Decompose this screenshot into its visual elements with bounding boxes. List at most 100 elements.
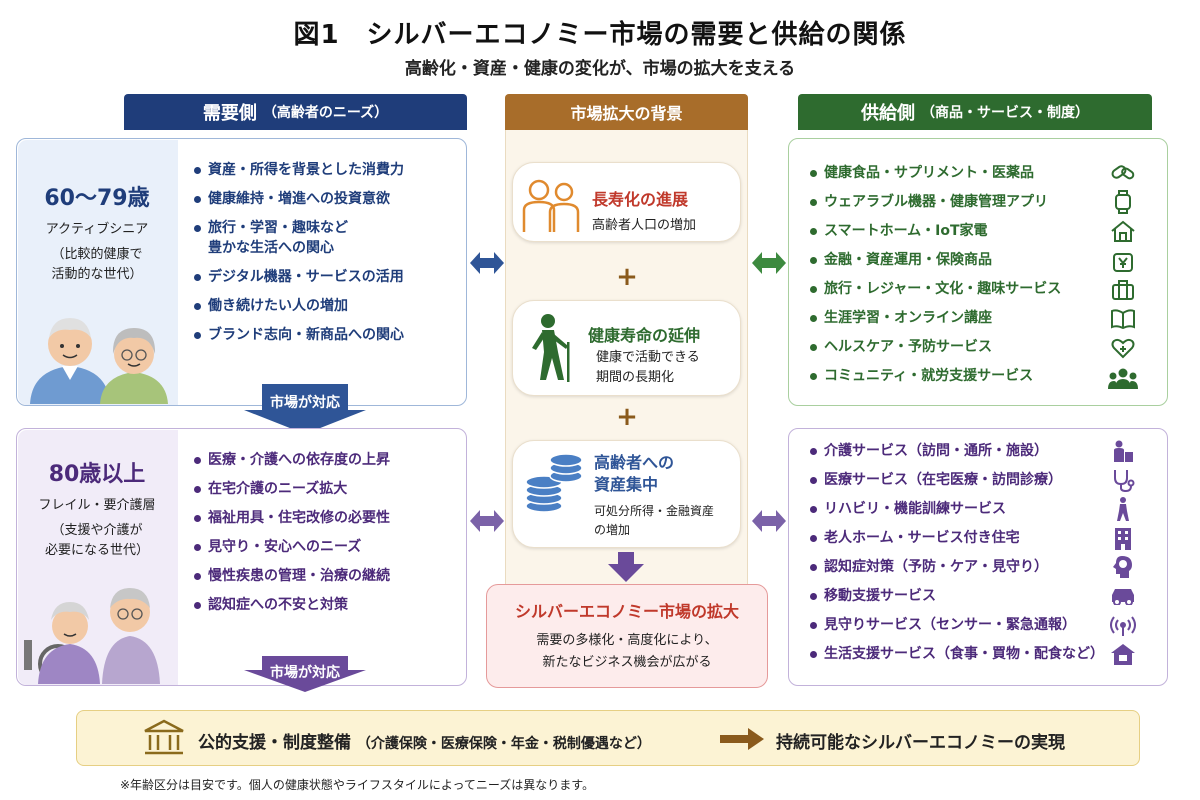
coin-stack-icon [522,452,586,516]
market-expansion-text: 需要の多様化・高度化により、 新たなビジネス機会が広がる [536,633,718,670]
market-expansion-title: シルバーエコノミー市場の拡大 [514,602,739,621]
market-response-label-1: 市場が対応 [270,395,340,411]
open-book-icon [1110,307,1136,331]
footer-result: 持続可能なシルバーエコノミーの実現 [776,733,1065,753]
supply-group-active [788,138,1168,406]
segment-frail: フレイル・要介護層 [38,498,156,513]
demand-header-sub: （高齢者のニーズ） [262,105,389,121]
brain-head-icon [1110,555,1136,579]
longevity-text: 高齢者人口の増加 [592,218,697,233]
double-arrow-left-top [470,250,504,276]
double-arrow-right-top [752,250,786,276]
supply-header-sub: （商品・サービス・制度） [921,105,1089,121]
list-item: 健康食品・サプリメント・医薬品 [808,163,1108,183]
home-delivery-icon [1110,642,1136,666]
demand-group-active-label: 60〜79歳 アクティブシニア （比較的健康で 活動的な世代） [18,180,176,285]
demand-frail-needs-list: 医療・介護への依存度の上昇 在宅介護のニーズ拡大 福祉用具・住宅改修の必要性 見… [192,450,462,624]
list-item: 介護サービス（訪問・通所・施設） [808,441,1108,461]
yen-wallet-icon [1110,249,1136,273]
list-item: 認知症対策（予防・ケア・見守り） [808,557,1108,577]
asset-concentration-text: 可処分所得・金融資産 の増加 [594,504,715,537]
caregiver-icon [1110,439,1136,463]
stethoscope-icon [1110,468,1136,492]
footer-right-arrow [720,726,764,752]
list-item: 老人ホーム・サービス付き住宅 [808,528,1108,548]
list-item: 働き続けたい人の増加 [192,296,462,316]
footnote: ※年齢区分は目安です。個人の健康状態やライフスタイルによってニーズは異なります。 [120,778,595,792]
list-item: 医療サービス（在宅医療・訪問診療） [808,470,1108,490]
list-item: 見守りサービス（センサー・緊急通報） [808,615,1108,635]
list-item: 旅行・レジャー・文化・趣味サービス [808,279,1108,299]
smart-home-icon [1110,219,1136,243]
building-icon [1110,526,1136,550]
list-item: 医療・介護への依存度の上昇 [192,450,462,470]
plus-sign-1: + [616,262,638,292]
longevity-title: 長寿化の進展 [592,190,689,209]
smartwatch-icon [1110,190,1136,214]
asset-concentration-title: 高齢者への 資産集中 [594,453,675,494]
plus-sign-2: + [616,402,638,432]
list-item: リハビリ・機能訓練サービス [808,499,1108,519]
healthy-life-text: 健康で活動できる 期間の長期化 [596,350,700,385]
public-institution-icon [142,718,186,758]
age-range-60-79: 60〜79歳 [44,186,150,211]
hiking-person-icon [524,312,576,382]
pill-icon [1110,161,1136,185]
demand-group-frail-label: 80歳以上 フレイル・要介護層 （支援や介護が 必要になる世代） [18,456,176,561]
footer-main-label: 公的支援・制度整備 [198,733,351,753]
car-icon [1110,584,1136,608]
demand-header-label: 需要側 [202,103,257,124]
market-response-label-2: 市場が対応 [270,665,340,681]
segment-frail-note: （支援や介護が 必要になる世代） [44,523,149,558]
page-title: 図1 シルバーエコノミー市場の需要と供給の関係 [293,20,907,50]
age-range-80-plus: 80歳以上 [48,462,146,487]
healthy-life-title: 健康寿命の延伸 [588,326,701,345]
list-item: ウェアラブル機器・健康管理アプリ [808,192,1108,212]
footer-main-sub: （介護保険・医療保険・年金・税制優遇など） [356,736,651,752]
center-header: 市場拡大の背景 [505,94,748,130]
list-item: 在宅介護のニーズ拡大 [192,479,462,499]
supply-active-list: 健康食品・サプリメント・医薬品 ウェアラブル機器・健康管理アプリ スマートホーム… [808,163,1108,395]
signal-sensor-icon [1110,613,1136,637]
list-item: 健康維持・増進への投資意欲 [192,189,462,209]
walking-person-icon [1110,497,1136,521]
heart-plus-icon [1110,336,1136,360]
list-item: ブランド志向・新商品への関心 [192,325,462,345]
list-item: 生活支援サービス（食事・買物・配食など） [808,644,1108,664]
list-item: 見守り・安心へのニーズ [192,537,462,557]
list-item: 資産・所得を背景とした消費力 [192,160,462,180]
wheelchair-caregiver-illustration [18,568,176,684]
list-item: 移動支援サービス [808,586,1108,606]
segment-active-note: （比較的健康で 活動的な世代） [51,247,143,282]
market-expansion-box [486,584,768,688]
footer-main: 公的支援・制度整備 （介護保険・医療保険・年金・税制優遇など） [198,728,651,753]
elderly-people-icon [520,176,582,232]
list-item: スマートホーム・IoT家電 [808,221,1108,241]
list-item: 生涯学習・オンライン講座 [808,308,1108,328]
demand-header: 需要側 （高齢者のニーズ） [124,94,467,130]
supply-care-list: 介護サービス（訪問・通所・施設） 医療サービス（在宅医療・訪問診療） リハビリ・… [808,441,1108,673]
list-item: 福祉用具・住宅改修の必要性 [192,508,462,528]
supply-header-label: 供給側 [861,103,915,124]
market-response-arrow-1 [242,384,368,434]
list-item: コミュニティ・就労支援サービス [808,366,1108,386]
list-item: ヘルスケア・予防サービス [808,337,1108,357]
market-response-arrow-2 [242,656,368,692]
demand-active-needs-list: 資産・所得を背景とした消費力 健康維持・増進への投資意欲 旅行・学習・趣味など … [192,160,462,354]
double-arrow-left-bottom [470,508,504,534]
down-arrow-center [606,552,646,582]
list-item: 旅行・学習・趣味など 豊かな生活への関心 [192,218,462,258]
supply-header: 供給側 （商品・サービス・制度） [798,94,1152,130]
demand-group-frail-label-bg [17,429,178,685]
supply-group-care [788,428,1168,686]
double-arrow-right-bottom [752,508,786,534]
segment-active-senior: アクティブシニア [45,222,149,237]
elderly-couple-illustration [22,300,172,404]
suitcase-icon [1110,278,1136,302]
list-item: 慢性疾患の管理・治療の継続 [192,566,462,586]
list-item: デジタル機器・サービスの活用 [192,267,462,287]
list-item: 認知症への不安と対策 [192,595,462,615]
community-icon [1108,366,1138,390]
footer-banner [76,710,1140,766]
list-item: 金融・資産運用・保険商品 [808,250,1108,270]
